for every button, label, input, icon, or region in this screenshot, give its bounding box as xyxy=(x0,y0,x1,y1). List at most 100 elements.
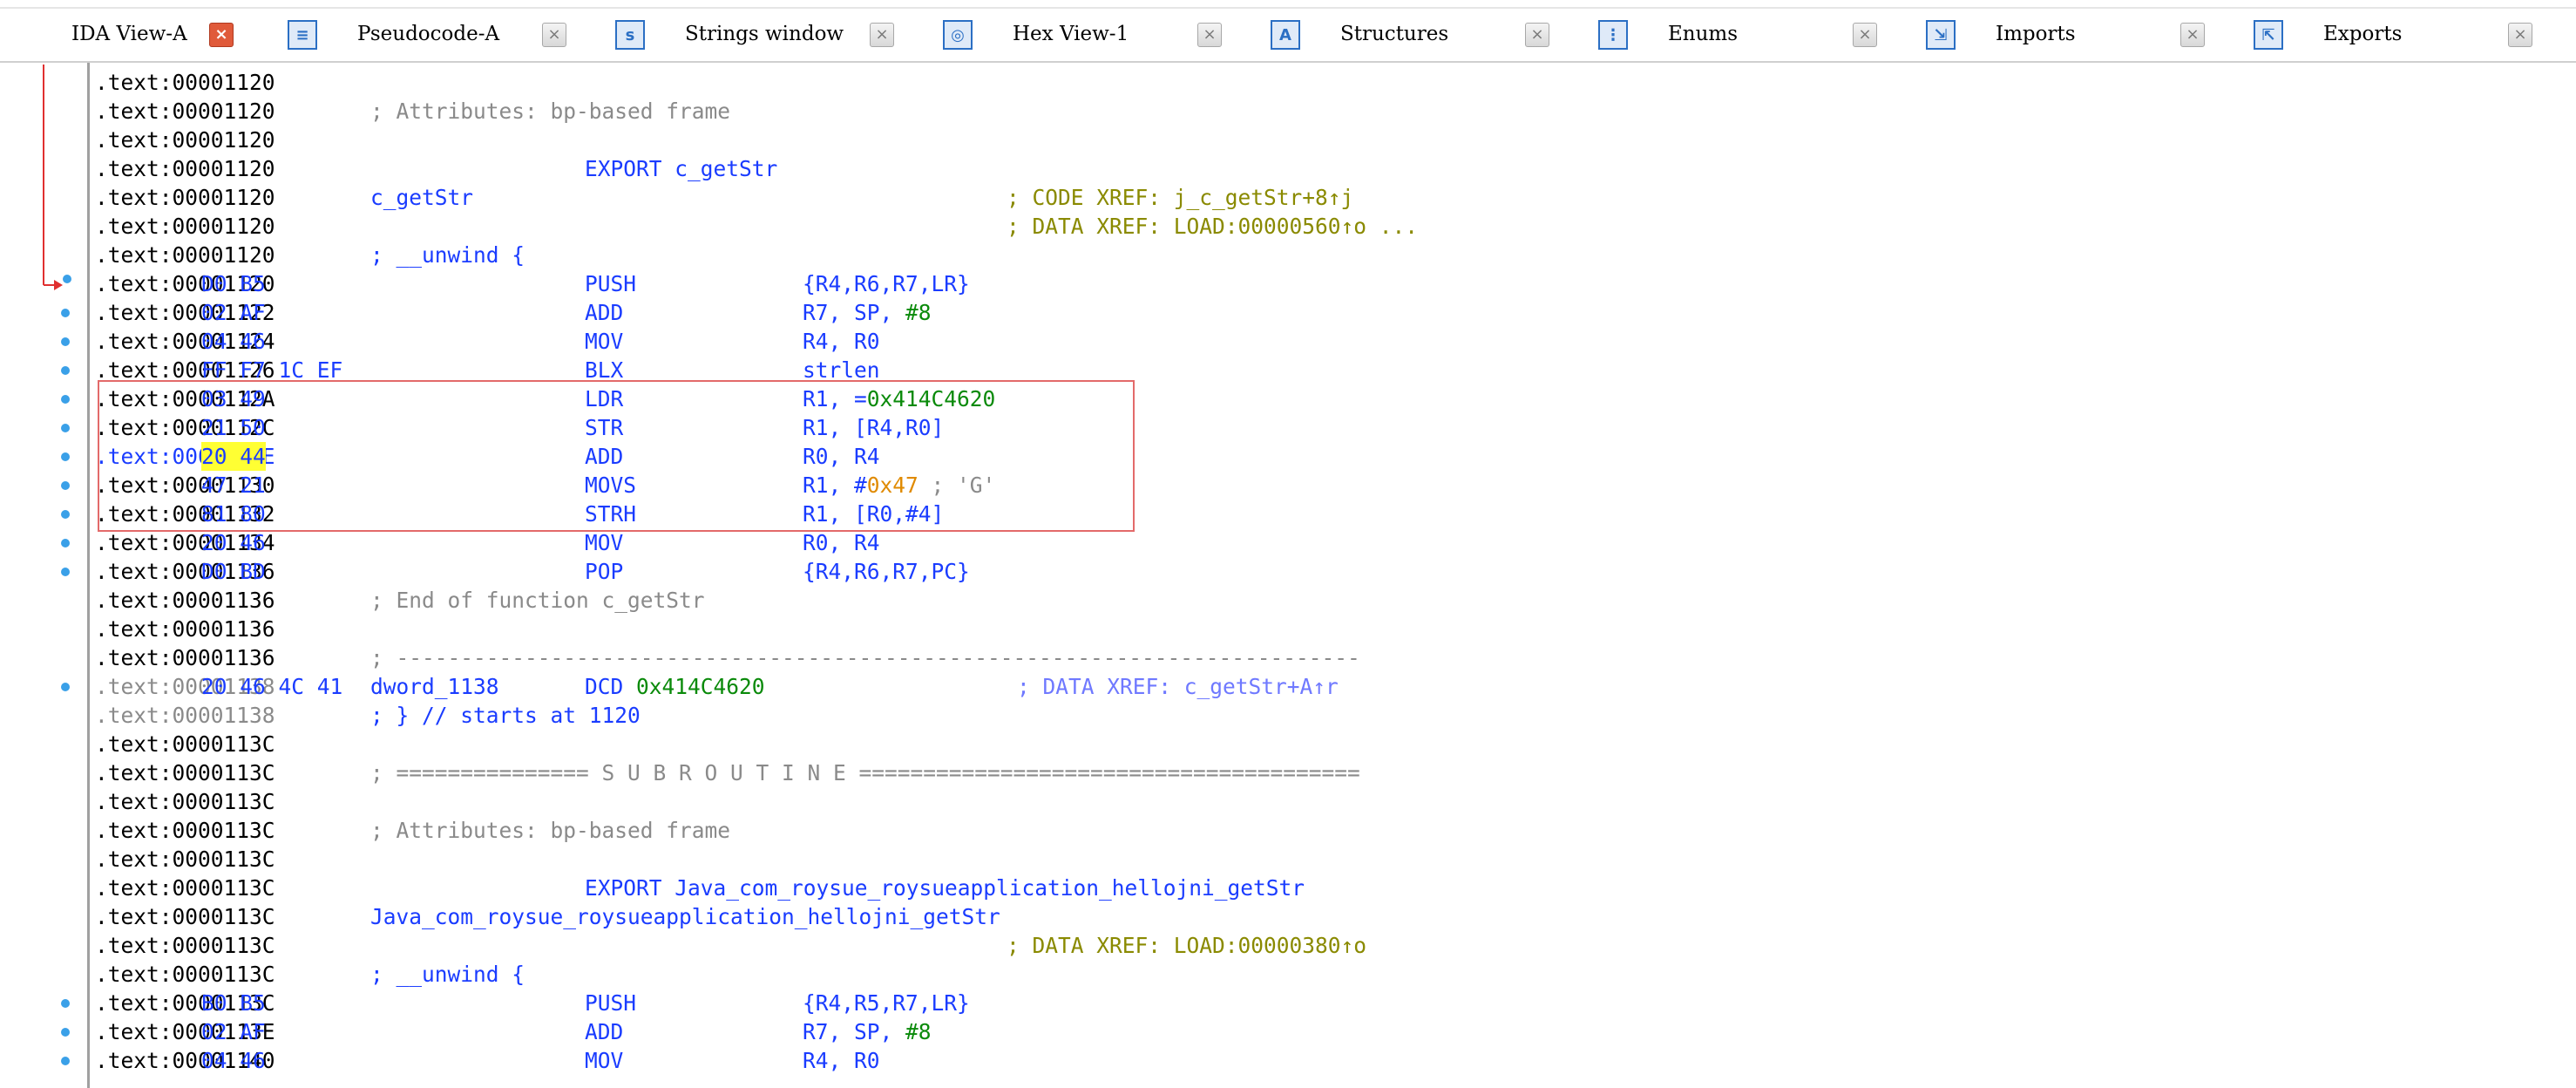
line-address: .text:0000112C xyxy=(95,415,275,440)
line-address: .text:00001120 xyxy=(95,214,275,239)
close-icon[interactable]: × xyxy=(209,23,234,47)
breakpoint-dot-icon[interactable] xyxy=(61,337,70,346)
breakpoint-dot-icon[interactable] xyxy=(61,366,70,375)
tab-pseudocode-a[interactable]: ≡Pseudocode-A× xyxy=(288,10,615,61)
breakpoint-dot-icon[interactable] xyxy=(61,481,70,490)
operand[interactable]: R0, R4 xyxy=(803,530,880,555)
tab-label: IDA View-A xyxy=(71,23,187,45)
line-address: .text:00001120 xyxy=(95,242,275,268)
mnemonic: MOV xyxy=(585,1048,624,1073)
breakpoint-dot-icon[interactable] xyxy=(61,424,70,432)
comment: ; Attributes: bp-based frame xyxy=(370,818,731,843)
close-icon[interactable]: × xyxy=(1853,23,1877,47)
line-address: .text:00001136 xyxy=(95,616,275,642)
tab-ida-view-a[interactable]: IDA View-A × xyxy=(35,10,270,61)
operand[interactable]: R4, R0 xyxy=(803,329,880,354)
separator: ; --------------------------------------… xyxy=(370,645,1360,670)
operand[interactable]: {R4,R6,R7,PC} xyxy=(803,559,970,584)
char-comment: ; 'G' xyxy=(918,473,996,498)
breakpoint-dot-icon[interactable] xyxy=(61,999,70,1008)
unwind-marker: ; __unwind { xyxy=(370,962,525,987)
opcode-bytes: 20 46 4C 41 xyxy=(201,674,343,699)
line-address: .text:0000113C xyxy=(95,818,275,843)
line-address: .text:00001134 xyxy=(95,530,275,555)
opcode-bytes: D0 BD xyxy=(201,559,266,584)
close-icon[interactable]: × xyxy=(870,23,894,47)
breakpoint-dot-icon[interactable] xyxy=(61,309,70,317)
tab-imports[interactable]: ⇲Imports× xyxy=(1926,10,2254,61)
tab-enums[interactable]: ⋮Enums× xyxy=(1598,10,1926,61)
line-label[interactable]: dword_1138 xyxy=(370,674,499,699)
line-address: .text:00001136 xyxy=(95,645,275,670)
tab-structures[interactable]: A Structures × xyxy=(1271,10,1598,61)
directive: EXPORT Java_com_roysue_roysueapplication… xyxy=(585,875,1305,901)
breakpoint-dot-icon[interactable] xyxy=(61,539,70,547)
operand[interactable]: R7, SP, xyxy=(803,300,906,325)
operand[interactable]: R7, SP, xyxy=(803,1019,906,1044)
opcode-bytes: 03 49 xyxy=(201,386,266,411)
mnemonic: MOV xyxy=(585,530,624,555)
breakpoint-dot-icon[interactable] xyxy=(61,510,70,519)
mnemonic: MOV xyxy=(585,329,624,354)
line-address: .text:00001120 xyxy=(95,127,275,153)
disassembly-listing[interactable]: .text:00001120 .text:00001120 ; Attributes… xyxy=(87,63,2576,1088)
tab-hex-view-1[interactable]: ◎Hex View-1× xyxy=(943,10,1271,61)
breakpoint-dot-icon[interactable] xyxy=(61,568,70,576)
operand[interactable]: R1, [R4,R0] xyxy=(803,415,945,440)
mnemonic: LDR xyxy=(585,386,624,411)
breakpoint-dot-icon[interactable] xyxy=(61,452,70,461)
line-address: .text:0000113C xyxy=(95,731,275,757)
breakpoint-dot-icon[interactable] xyxy=(61,683,70,691)
tab-label: Imports xyxy=(1996,23,2076,45)
close-icon[interactable]: × xyxy=(2180,23,2205,47)
comment: ; End of function c_getStr xyxy=(370,588,705,613)
line-address: .text:00001132 xyxy=(95,501,275,527)
tab-label: Structures xyxy=(1340,23,1449,45)
close-icon[interactable]: × xyxy=(542,23,566,47)
mnemonic: POP xyxy=(585,559,624,584)
operand[interactable]: strlen xyxy=(803,357,880,383)
directive: EXPORT c_getStr xyxy=(585,156,778,181)
operand[interactable]: R1, # xyxy=(803,473,867,498)
line-address: .text:00001136 xyxy=(95,559,275,584)
close-icon[interactable]: × xyxy=(1525,23,1549,47)
hex-view-icon: ◎ xyxy=(943,20,973,50)
operand[interactable]: {R4,R5,R7,LR} xyxy=(803,990,970,1016)
opcode-bytes: 04 46 xyxy=(201,329,266,354)
mnemonic: ADD xyxy=(585,300,624,325)
breakpoint-dot-icon[interactable] xyxy=(61,1028,70,1037)
opcode-bytes: FF F7 1C EF xyxy=(201,357,343,383)
mnemonic: ADD xyxy=(585,444,624,469)
line-address: .text:0000113C xyxy=(95,847,275,872)
line-address: .text:0000113E xyxy=(95,1019,275,1044)
unwind-marker: ; } // starts at 1120 xyxy=(370,703,641,728)
structures-icon: A xyxy=(1271,20,1300,50)
line-address: .text:00001120 xyxy=(95,70,275,95)
close-icon[interactable]: × xyxy=(1197,23,1222,47)
number-literal: #8 xyxy=(905,1019,932,1044)
breakpoint-dot-icon[interactable] xyxy=(61,1057,70,1065)
operand[interactable]: {R4,R6,R7,LR} xyxy=(803,271,970,296)
mnemonic: STRH xyxy=(585,501,637,527)
tab-exports[interactable]: ⇱Exports× xyxy=(2254,10,2576,61)
operand[interactable]: R1, [R0,#4] xyxy=(803,501,945,527)
operand[interactable]: R0, R4 xyxy=(803,444,880,469)
line-label[interactable]: c_getStr xyxy=(370,185,474,210)
comment: ; Attributes: bp-based frame xyxy=(370,99,731,124)
operand[interactable]: R1, = xyxy=(803,386,867,411)
line-label[interactable]: Java_com_roysue_roysueapplication_helloj… xyxy=(370,904,1000,929)
line-address: .text:00001140 xyxy=(95,1048,275,1073)
mnemonic: PUSH xyxy=(585,990,637,1016)
opcode-bytes: D0 B5 xyxy=(201,271,266,296)
line-address: .text:0000113C xyxy=(95,760,275,785)
operand[interactable]: R4, R0 xyxy=(803,1048,880,1073)
breakpoint-dot-icon[interactable] xyxy=(61,395,70,404)
line-address: .text:00001120 xyxy=(95,185,275,210)
mnemonic: DCD xyxy=(585,674,637,699)
breakpoint-dot-icon[interactable] xyxy=(63,275,71,283)
xref-comment: ; DATA XREF: LOAD:00000560↑o ... xyxy=(1007,214,1419,239)
line-address: .text:0000113C xyxy=(95,904,275,929)
close-icon[interactable]: × xyxy=(2508,23,2532,47)
